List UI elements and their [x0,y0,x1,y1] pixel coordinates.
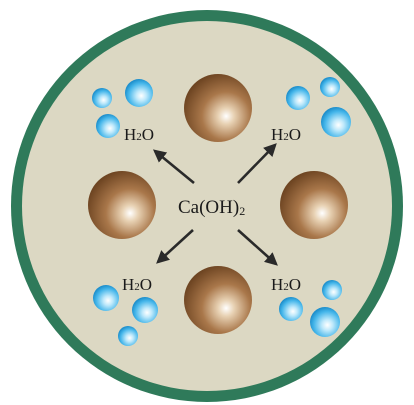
droplet [286,86,310,110]
water-label-top-right: H2O [271,125,301,144]
particle-bottom [184,266,252,334]
arrow-bottom-right [237,229,278,266]
droplet [125,79,153,107]
droplet [92,88,112,108]
water-droplets-bottom-left [93,285,158,346]
droplet [96,114,120,138]
droplet [322,280,342,300]
droplet [118,326,138,346]
water-label-bottom-right: H2O [271,275,301,294]
water-droplets-top-left [92,79,153,138]
droplet [320,77,340,97]
dissociation-arrows [152,143,278,266]
water-droplets-bottom-right [279,280,342,337]
particle-top [184,74,252,142]
droplet [279,297,303,321]
calcium-hydroxide-particles [88,74,348,334]
water-label-top-left: H2O [124,125,154,144]
particle-right [280,171,348,239]
droplet [93,285,119,311]
water-label-bottom-left: H2O [122,275,152,294]
particle-left [88,171,156,239]
center-label: Ca(OH)2 [178,197,245,218]
droplet [321,107,351,137]
water-droplets-top-right [286,77,351,137]
arrow-top-right [237,143,277,184]
arrow-bottom-left [156,229,194,264]
arrow-top-left [152,149,195,185]
droplet [310,307,340,337]
droplet [132,297,158,323]
